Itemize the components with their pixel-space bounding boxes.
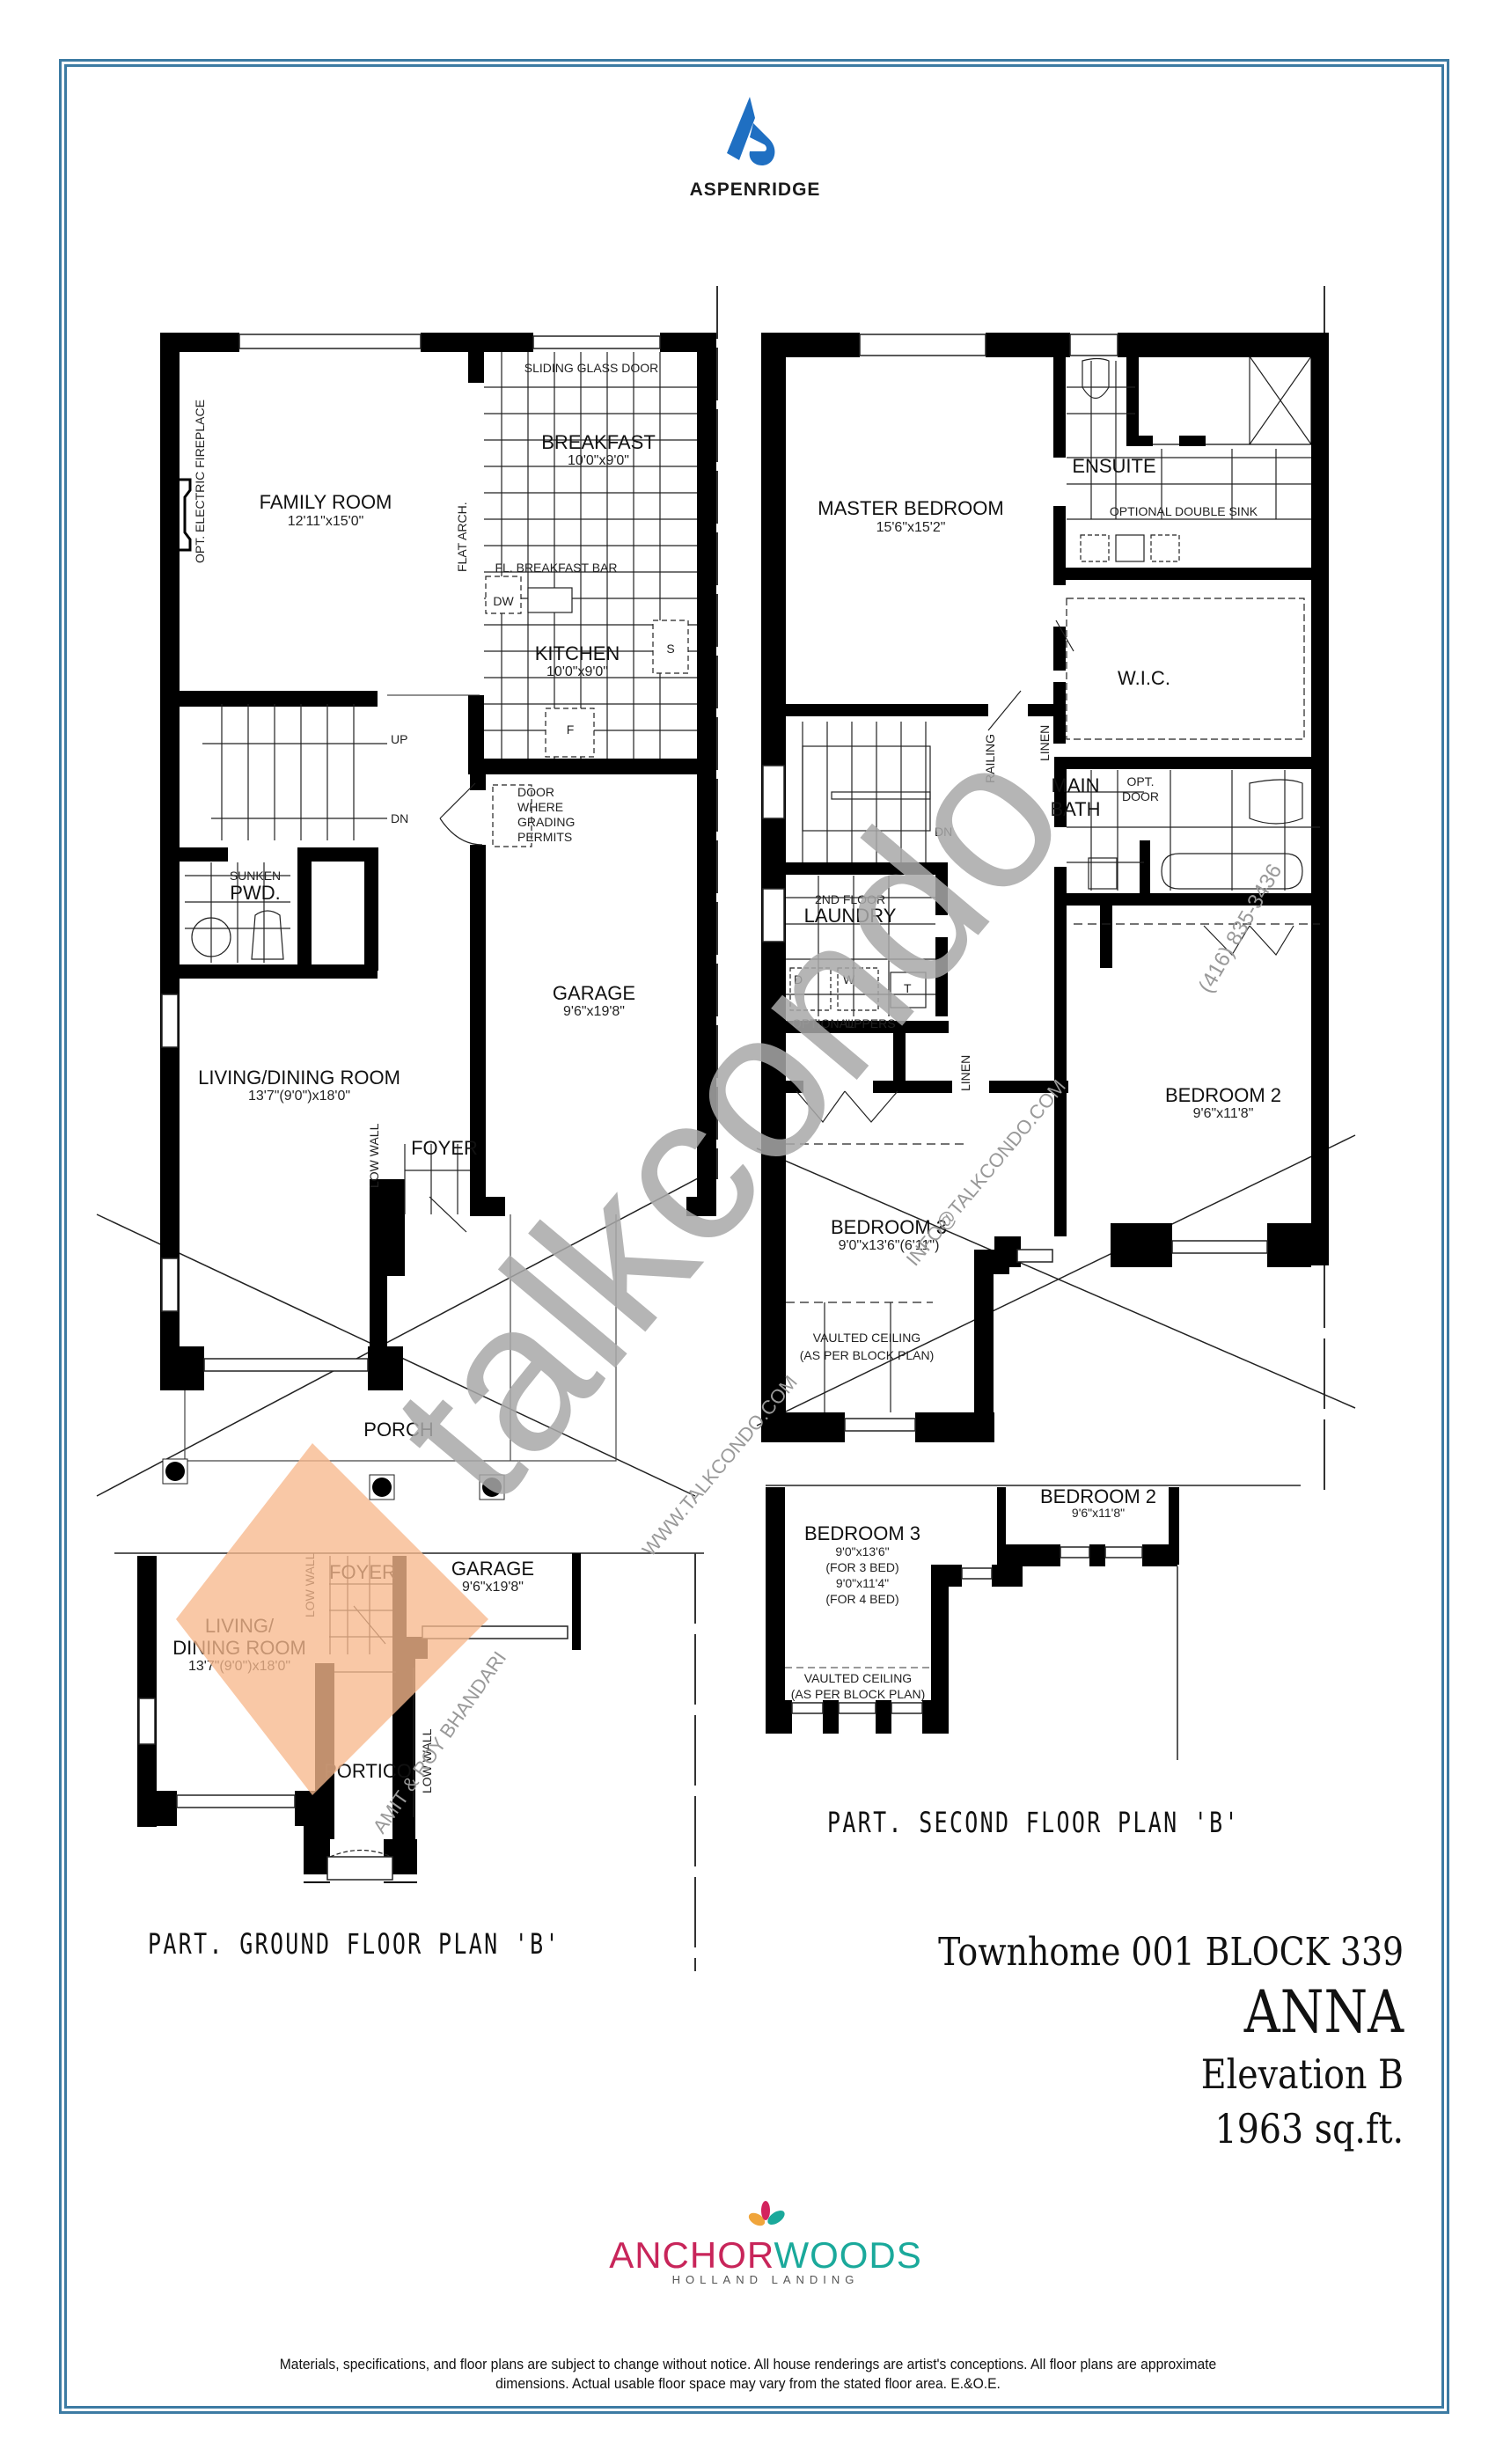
main-label: MAIN	[1052, 774, 1100, 796]
page-border	[59, 59, 1449, 2414]
elevation: Elevation B	[1200, 2050, 1404, 2098]
powder-room-label: PWD.	[230, 882, 280, 904]
logo-word-woods: WOODS	[774, 2234, 922, 2276]
breakfast-dim: 10'0"x9'0"	[568, 453, 629, 468]
part-vaulted-1: VAULTED CEILING	[804, 1671, 912, 1685]
vaulted-note-2: (AS PER BLOCK PLAN)	[800, 1348, 935, 1362]
bedroom2-label: BEDROOM 2	[1165, 1084, 1281, 1106]
bath-label: BATH	[1050, 798, 1100, 820]
bedroom3-dim: 9'0"x13'6"(6'11")	[839, 1238, 940, 1253]
fridge-label: F	[567, 722, 575, 737]
townhome-block-title: Townhome 001 BLOCK 339	[938, 1930, 1404, 1975]
logo-word-anchor: ANCHOR	[609, 2234, 774, 2276]
floor2-label: 2ND FLOOR	[815, 892, 885, 906]
dryer-label: D	[794, 972, 803, 986]
breakfast-label: BREAKFAST	[541, 431, 656, 453]
disclaimer-text: Materials, specifications, and floor pla…	[279, 2356, 1217, 2392]
leaf-icon	[748, 2201, 785, 2226]
laundry-label: LAUNDRY	[804, 905, 897, 927]
square-footage: 1963 sq.ft.	[1214, 2105, 1404, 2152]
linen-note-2: LINEN	[958, 1055, 972, 1091]
low-wall-note: LOW WALL	[367, 1123, 381, 1188]
dw-label: DW	[493, 594, 514, 608]
title-block: Townhome 001 BLOCK 339 ANNA Elevation B …	[862, 1927, 1404, 2156]
family-room-dim: 12'11"x15'0"	[288, 514, 364, 529]
logo-subtitle: HOLLAND LANDING	[671, 2273, 860, 2286]
opt-door-label: DOOR	[1122, 789, 1159, 803]
aspenridge-logo-icon	[723, 97, 787, 167]
family-room-label: FAMILY ROOM	[260, 491, 392, 513]
part-bedroom2-label: BEDROOM 2	[1040, 1485, 1156, 1507]
door-grading-note-2: WHERE	[517, 800, 563, 814]
part-vaulted-2: (AS PER BLOCK PLAN)	[791, 1687, 926, 1701]
master-bedroom-dim: 15'6"x15'2"	[876, 520, 946, 535]
bedroom3-label: BEDROOM 3	[831, 1216, 947, 1238]
railing-note: RAILING	[983, 734, 997, 783]
part-bedroom2-dim: 9'6"x11'8"	[1072, 1506, 1125, 1520]
stair-dn-label-2: DN	[935, 825, 952, 839]
part-bedroom3-dim-1: 9'0"x13'6"	[835, 1544, 889, 1558]
ensuite-label: ENSUITE	[1072, 455, 1155, 477]
part-bedroom3-dim-4: (FOR 4 BED)	[825, 1592, 898, 1606]
kitchen-dim: 10'0"x9'0"	[546, 664, 608, 679]
brand-name: ASPENRIDGE	[689, 180, 821, 200]
uppers-label: UPPERS	[845, 1016, 896, 1030]
model-name: ANNA	[1243, 1978, 1404, 2046]
opt-label: OPT.	[1126, 774, 1154, 788]
stair-up-label: UP	[391, 732, 407, 746]
door-grading-note-3: GRADING	[517, 815, 575, 829]
porch-label: PORCH	[363, 1419, 433, 1441]
garage-label: GARAGE	[553, 982, 635, 1004]
part-second-caption: PART. SECOND FLOOR PLAN 'B'	[827, 1806, 1240, 1839]
sunken-label: SUNKEN	[230, 869, 281, 883]
linen-note-1: LINEN	[1038, 725, 1052, 761]
optional-label: OPTIONAL	[792, 1016, 854, 1030]
door-grading-note-4: PERMITS	[517, 830, 572, 844]
sliding-door-note: SLIDING GLASS DOOR	[524, 361, 658, 375]
part-bedroom3-dim-3: 9'0"x11'4"	[836, 1576, 889, 1590]
door-grading-note-1: DOOR	[517, 785, 554, 799]
fireplace-note: OPT. ELECTRIC FIREPLACE	[193, 400, 207, 563]
aspenridge-logo: ASPENRIDGE	[678, 97, 832, 201]
stove-label: S	[666, 642, 674, 656]
kitchen-label: KITCHEN	[535, 642, 620, 664]
master-bedroom-label: MASTER BEDROOM	[818, 497, 1003, 519]
washer-label: W	[843, 972, 855, 986]
foyer-label: FOYER	[411, 1137, 478, 1159]
living-dining-dim: 13'7"(9'0")x18'0"	[248, 1089, 350, 1104]
part-bedroom3-dim-2: (FOR 3 BED)	[825, 1560, 898, 1574]
part-bedroom3-label: BEDROOM 3	[804, 1522, 920, 1544]
wic-label: W.I.C.	[1118, 667, 1170, 689]
double-sink-note: OPTIONAL DOUBLE SINK	[1110, 504, 1258, 518]
anchorwoods-logo: ANCHORWOODS HOLLAND LANDING	[607, 2200, 924, 2286]
vaulted-note-1: VAULTED CEILING	[813, 1331, 920, 1345]
tub-label: T	[904, 981, 912, 995]
flat-arch-note: FLAT ARCH.	[455, 502, 469, 572]
bedroom2-dim: 9'6"x11'8"	[1193, 1106, 1254, 1121]
breakfast-bar-note: FL. BREAKFAST BAR	[495, 561, 617, 575]
garage-dim: 9'6"x19'8"	[563, 1004, 625, 1019]
part-ground-caption: PART. GROUND FLOOR PLAN 'B'	[148, 1927, 561, 1961]
living-dining-label: LIVING/DINING ROOM	[198, 1067, 400, 1089]
stair-dn-label: DN	[391, 811, 408, 825]
